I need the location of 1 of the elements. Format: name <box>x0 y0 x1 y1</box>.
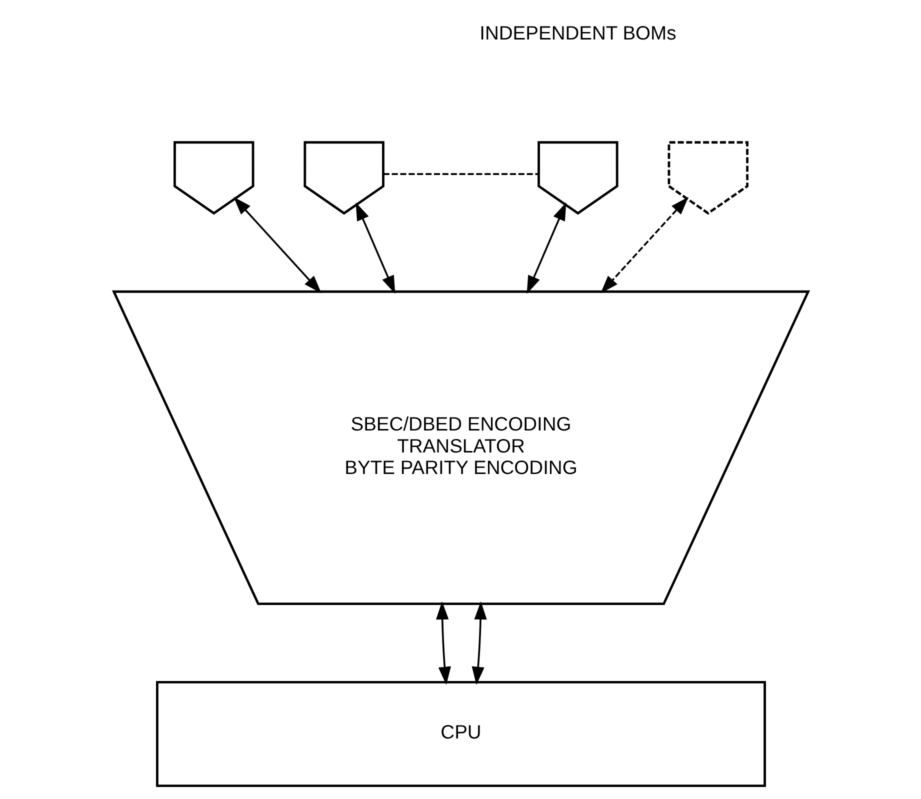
label: INDEPENDENT BOMs <box>479 23 676 44</box>
